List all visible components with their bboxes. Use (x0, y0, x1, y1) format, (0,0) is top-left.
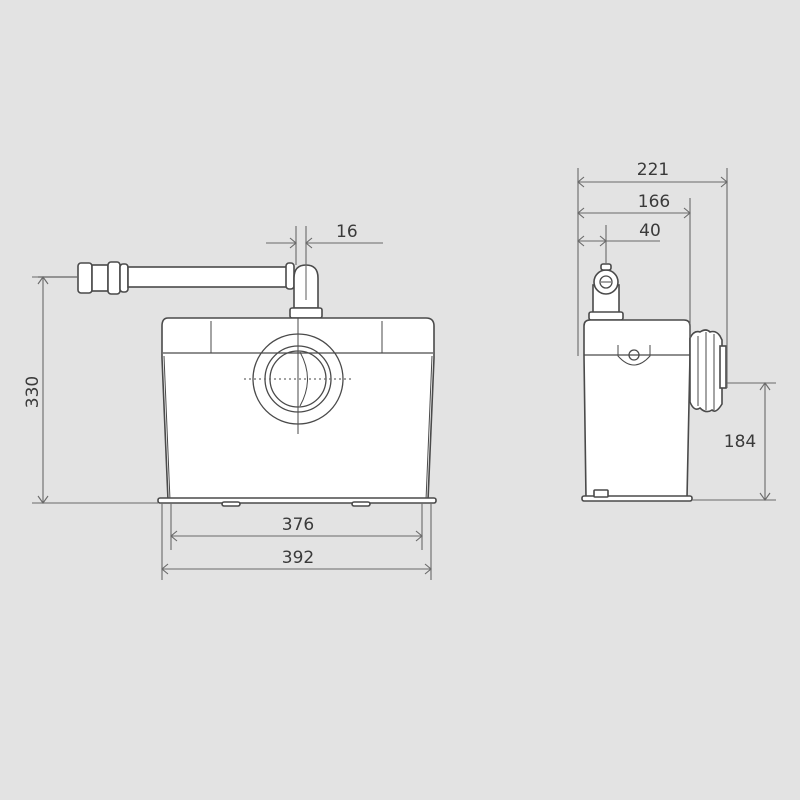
dimension-166: 166 (577, 192, 691, 338)
inlet-boot (689, 329, 727, 413)
dim-label-184: 184 (724, 432, 756, 452)
dim-label-376: 376 (282, 515, 314, 535)
dimension-330: 330 (23, 276, 158, 504)
dimension-392: 392 (161, 503, 432, 580)
dimension-16: 16 (266, 222, 383, 300)
dim-label-40: 40 (639, 221, 661, 241)
discharge-outlet-side (588, 263, 624, 321)
dim-label-392: 392 (282, 548, 314, 568)
dimension-221: 221 (577, 160, 728, 388)
macerator-tank-side (581, 319, 693, 502)
macerator-tank-front (157, 317, 437, 507)
dimension-184: 184 (692, 382, 776, 501)
dim-label-221: 221 (637, 160, 669, 180)
dim-label-330: 330 (23, 376, 43, 408)
dimension-40: 40 (577, 221, 661, 264)
dimension-376: 376 (170, 503, 423, 550)
side-view: 221 166 40 184 (577, 160, 776, 502)
discharge-pipe (38, 261, 323, 319)
dim-label-16: 16 (336, 222, 358, 242)
dim-label-166: 166 (638, 192, 670, 212)
front-view: 16 330 (23, 222, 437, 580)
